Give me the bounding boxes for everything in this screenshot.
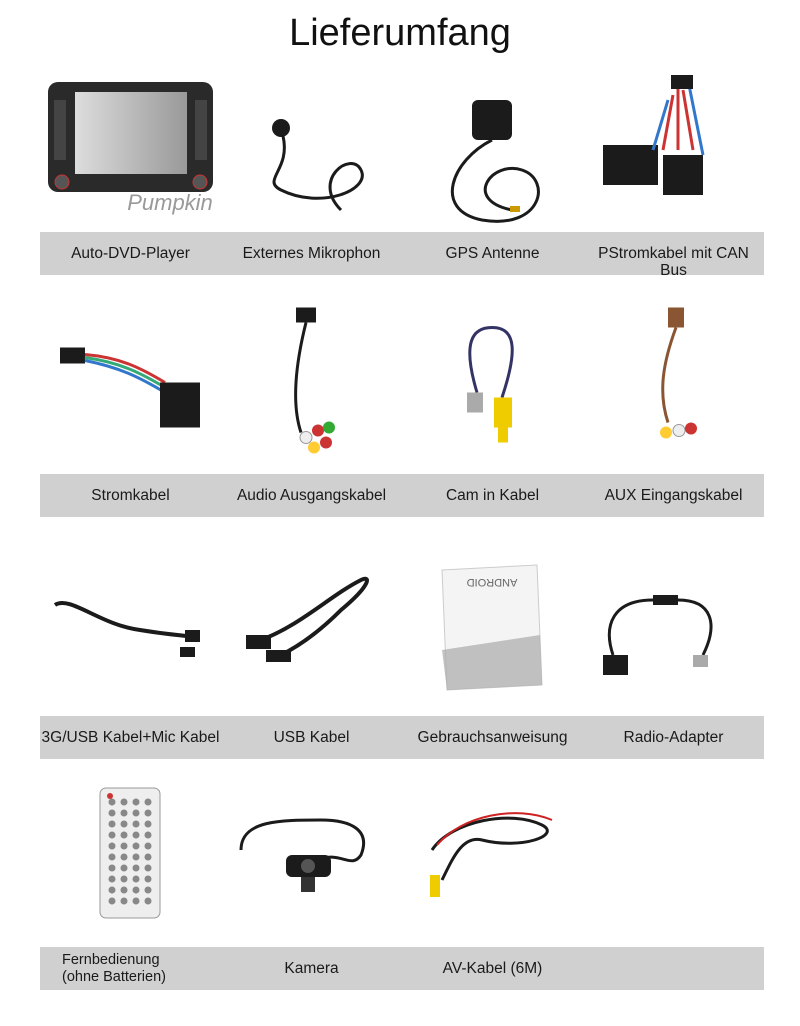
label-bar: [40, 232, 764, 275]
item-label: Gebrauchsanweisung: [417, 729, 568, 746]
dvd-player-image: Pumpkin: [40, 65, 221, 225]
gps-antenna-image: [402, 65, 583, 225]
item-label: Externes Mikrophon: [242, 245, 381, 262]
item-label: Fernbedienung (ohne Batterien): [62, 952, 166, 985]
item-label: USB Kabel: [273, 729, 350, 746]
radio-adapter-image: [583, 555, 764, 705]
av-cable-image: [402, 780, 583, 930]
aux-in-cable-image: [583, 290, 764, 465]
svg-text:Pumpkin: Pumpkin: [127, 190, 213, 215]
item-label: AUX Eingangskabel: [604, 487, 743, 504]
item-label: Kamera: [284, 960, 339, 977]
item-label: Radio-Adapter: [623, 729, 724, 746]
item-label: Stromkabel: [91, 487, 170, 504]
item-label: Cam in Kabel: [445, 487, 540, 504]
label-bar: [40, 474, 764, 517]
microphone-image: [221, 65, 402, 225]
item-label: PStromkabel mit CAN Bus: [598, 245, 749, 279]
canbus-cable-image: [583, 65, 764, 225]
label-bar: [40, 716, 764, 759]
item-label: Auto-DVD-Player: [71, 245, 190, 262]
page-title: Lieferumfang: [289, 12, 511, 54]
label-bar: [40, 947, 764, 990]
item-label: 3G/USB Kabel+Mic Kabel: [41, 729, 220, 746]
manual-image: ANDROID: [402, 555, 583, 705]
usb-mic-cable-image: [40, 555, 221, 705]
cam-in-cable-image: [402, 290, 583, 465]
remote-control-image: [40, 780, 221, 930]
power-cable-image: [40, 290, 221, 465]
usb-cable-image: [221, 555, 402, 705]
svg-text:ANDROID: ANDROID: [467, 576, 518, 588]
item-label: AV-Kabel (6M): [442, 960, 543, 977]
camera-image: [221, 780, 402, 930]
audio-out-cable-image: [221, 290, 402, 465]
item-label: Audio Ausgangskabel: [236, 487, 387, 504]
item-label: GPS Antenne: [445, 245, 540, 262]
